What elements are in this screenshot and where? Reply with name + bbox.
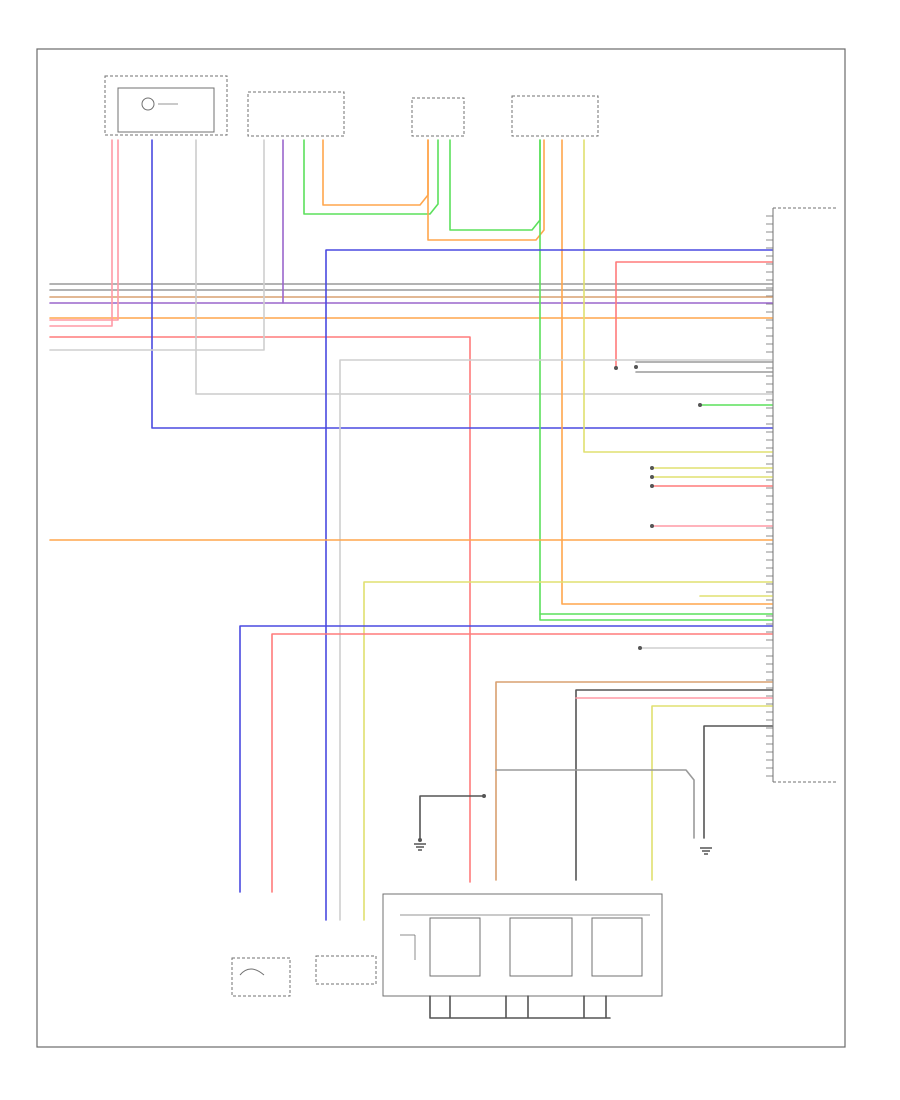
diagram-frame — [36, 48, 846, 1048]
wire-gray-thin-topleft — [195, 139, 773, 395]
wire-orange-center — [427, 139, 545, 241]
wire-green-topmid — [303, 139, 439, 215]
wire-gray-relay-top — [495, 769, 695, 839]
splice-dot — [698, 403, 702, 407]
splice-dot — [650, 466, 654, 470]
wire-blue-topleft — [151, 139, 773, 429]
wire-dark-relay — [575, 689, 773, 881]
relay-box — [382, 893, 663, 997]
wire-pink-topleft — [49, 139, 113, 327]
splice-dot — [650, 524, 654, 528]
component-top-center — [411, 97, 465, 137]
wire-orange-topright — [561, 139, 773, 605]
wire-thin-sensor — [339, 359, 773, 921]
splice-dot — [650, 484, 654, 488]
ground-wire-relay — [419, 795, 485, 841]
wire-yellow-relay — [651, 705, 773, 881]
wire-gray-topmid — [49, 139, 265, 351]
ecm-connector — [766, 207, 836, 783]
component-top-mid — [247, 91, 345, 137]
splice-dot — [614, 366, 618, 370]
component-top-left — [104, 75, 228, 136]
wire-red-topleft — [49, 139, 119, 321]
component-bottom-mid — [315, 955, 377, 985]
wire-green-topright — [539, 139, 773, 615]
splice-dot — [634, 365, 638, 369]
wire-green-lower — [539, 613, 773, 621]
splice-dot — [650, 475, 654, 479]
wire-blue-lower — [239, 625, 773, 893]
wire-orange-topmid — [322, 139, 429, 206]
ground-symbol-relay — [414, 843, 426, 851]
splice-dot — [482, 794, 486, 798]
wire-red-long — [49, 336, 471, 883]
component-bottom-left — [231, 957, 291, 997]
ground-symbol-right — [700, 847, 712, 855]
wire-red-ecm — [615, 261, 773, 369]
wire-yellow-topright — [583, 139, 773, 453]
component-top-right — [511, 95, 599, 137]
splice-dot — [638, 646, 642, 650]
wire-yellow-lower — [363, 581, 773, 921]
wire-tan-relay — [495, 681, 773, 881]
wire-dark-right — [703, 725, 773, 839]
relay-ground-rail — [429, 995, 611, 1019]
splice-dots — [418, 365, 702, 842]
wire-red-lower — [271, 633, 773, 893]
wire-green-center — [449, 139, 541, 231]
wire-blue-long — [325, 249, 773, 921]
splice-dot — [418, 838, 422, 842]
